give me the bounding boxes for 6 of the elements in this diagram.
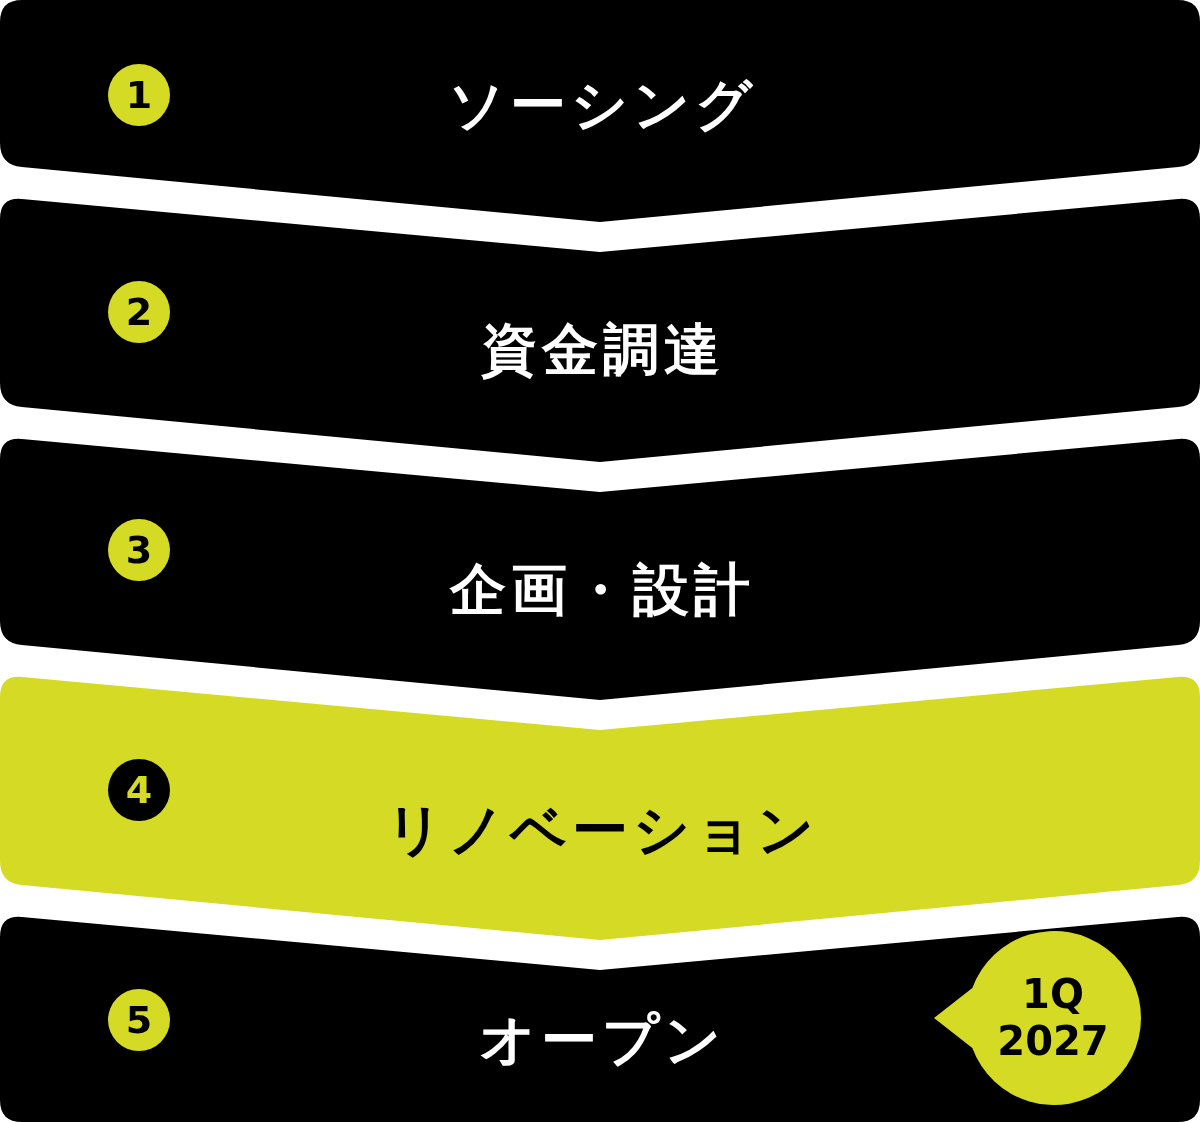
step-title: オープン (478, 1008, 726, 1072)
quarter-label: 1Q 2027 (997, 971, 1109, 1065)
step-title: 企画・設計 (448, 558, 755, 622)
step-title: ソーシング (447, 73, 757, 137)
step-title: 資金調達 (479, 318, 725, 382)
step-title: リノベーション (385, 798, 819, 862)
